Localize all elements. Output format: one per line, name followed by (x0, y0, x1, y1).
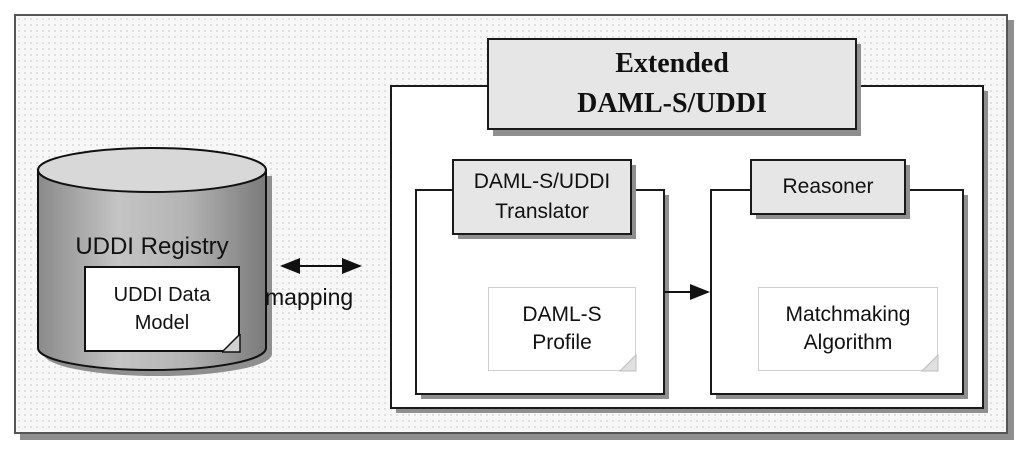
profile-line2: Profile (532, 331, 592, 354)
matchmaking-algorithm-document: Matchmaking Algorithm (758, 287, 938, 371)
data-model-line1: UDDI Data (113, 284, 211, 306)
matchmaking-doc-fold-icon (920, 353, 939, 372)
uddi-registry-title: UDDI Registry (75, 233, 229, 260)
daml-s-profile-document: DAML-S Profile (488, 287, 636, 371)
data-model-line2: Model (134, 312, 190, 334)
extended-title-line2: DAML-S/UDDI (577, 88, 767, 119)
extended-title-box: Extended DAML-S/UDDI (487, 38, 857, 130)
translator-label-line1: DAML-S/UDDI (473, 170, 611, 193)
reasoner-label: Reasoner (782, 175, 874, 198)
translator-label-box: DAML-S/UDDI Translator (452, 159, 632, 235)
reasoner-label-box: Reasoner (750, 159, 906, 215)
data-model-doc-fold-icon (222, 334, 241, 353)
mapping-label: mapping (265, 284, 354, 310)
translator-label-line2: Translator (495, 200, 589, 223)
extended-title-line1: Extended (615, 48, 729, 79)
matchmaking-line2: Algorithm (803, 331, 893, 354)
profile-doc-fold-icon (618, 353, 637, 372)
uddi-data-model-document: UDDI Data Model (84, 266, 240, 352)
profile-line1: DAML-S (522, 303, 602, 326)
matchmaking-line1: Matchmaking (785, 303, 911, 326)
